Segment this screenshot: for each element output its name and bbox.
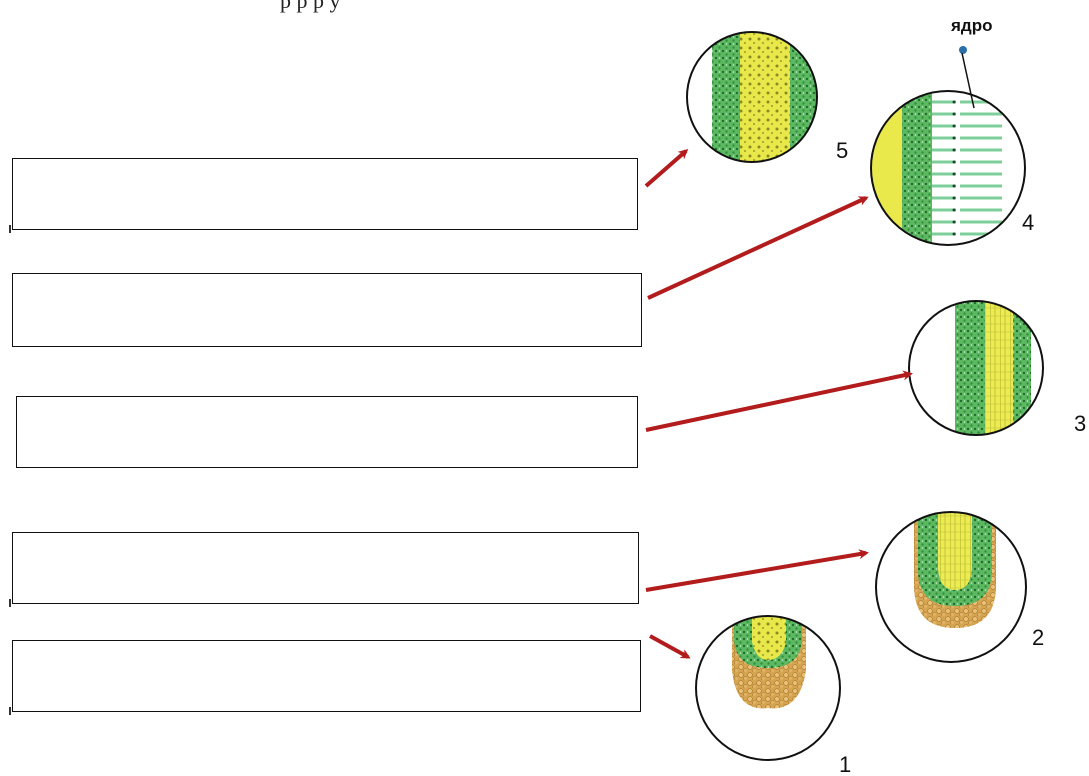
nucleus-label: ядро xyxy=(950,16,992,35)
zone-5-number: 5 xyxy=(836,138,848,163)
answer-box-1[interactable] xyxy=(9,158,638,233)
arrow-to-zone-4 xyxy=(647,196,869,300)
zone-1-number: 1 xyxy=(839,752,851,776)
arrow-to-zone-2 xyxy=(645,549,869,592)
zone-4-number: 4 xyxy=(1022,210,1034,235)
nucleus-pointer xyxy=(959,46,975,109)
zone-3-number: 3 xyxy=(1074,411,1086,436)
box-tick-mark xyxy=(9,599,11,607)
zone-3-circle xyxy=(908,300,1044,436)
arrow-to-zone-5 xyxy=(644,149,689,188)
answer-box-2[interactable] xyxy=(12,273,642,347)
arrow-to-zone-1 xyxy=(649,634,691,659)
instruction-text-fragment: р р р у xyxy=(280,0,341,13)
zone-4-circle xyxy=(870,90,1026,246)
answer-box-4[interactable] xyxy=(9,532,639,607)
answer-box-3[interactable] xyxy=(16,396,638,468)
zone-1-circle xyxy=(695,615,841,761)
box-tick-mark xyxy=(9,225,11,233)
box-tick-mark xyxy=(9,707,11,715)
zone-2-circle xyxy=(875,511,1027,663)
answer-box-5[interactable] xyxy=(9,640,641,715)
zone-2-number: 2 xyxy=(1032,625,1044,650)
zone-5-circle xyxy=(686,31,818,163)
arrow-to-zone-3 xyxy=(645,370,913,432)
